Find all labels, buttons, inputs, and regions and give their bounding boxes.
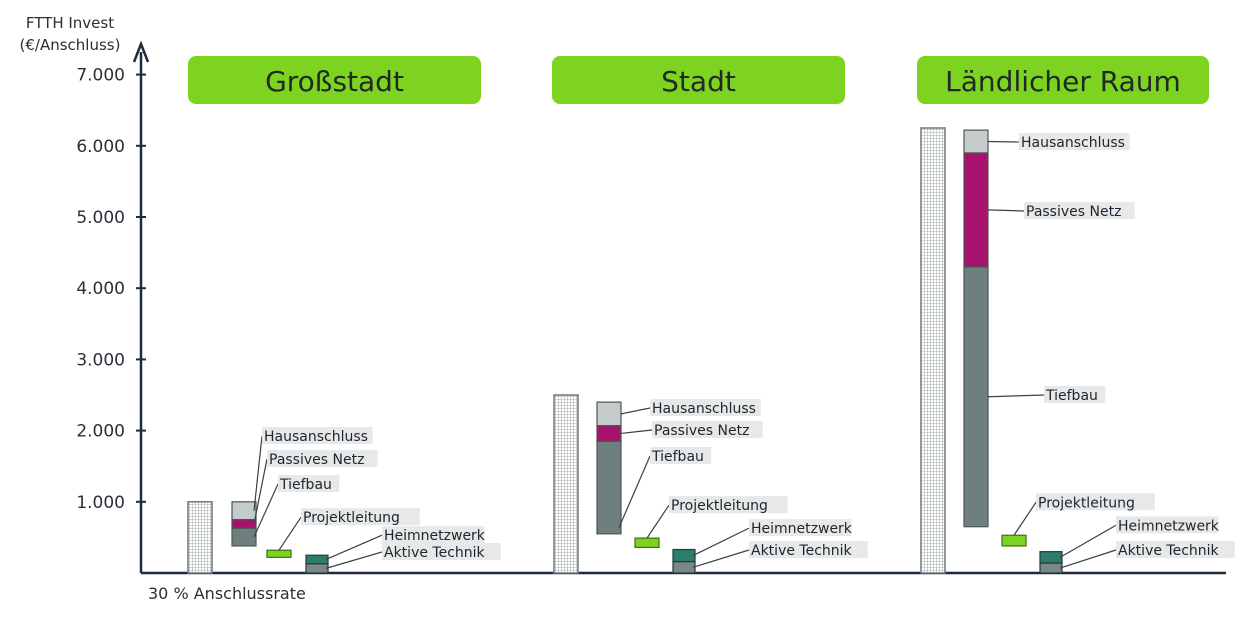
group-2-stack-tiefbau <box>596 440 622 535</box>
y-tick-label: 1.000 <box>76 493 125 513</box>
group-3-aktive-technik-label: Aktive Technik <box>1118 543 1220 559</box>
group-3-hausanschluss-label: Hausanschluss <box>1021 135 1125 151</box>
group-1-passives-netz-label-bg <box>267 450 378 467</box>
y-tick-label: 7.000 <box>76 66 125 86</box>
y-tick-label: 2.000 <box>76 422 125 442</box>
group-2-tiefbau-label: Tiefbau <box>651 449 704 465</box>
group-1-passives-netz-leader <box>253 458 268 524</box>
group-2-total-bar <box>553 394 579 574</box>
group-2-passives-netz-leader <box>620 429 653 435</box>
group-3-stack-passives-netz <box>963 152 989 268</box>
group-2-heimnetzwerk-leader <box>692 527 750 557</box>
group-1-projektleitung-label: Projektleitung <box>303 510 400 526</box>
y-axis-arrow <box>132 40 150 63</box>
group-1-stack-passives-netz <box>231 518 257 529</box>
bars <box>187 127 1063 574</box>
x-axis-label: 30 % Anschlussrate <box>148 584 306 603</box>
group-3-projektleitung-label-bg <box>1036 493 1155 511</box>
group-1-aktive-technik-label-bg <box>382 543 501 560</box>
group-3-tiefbau-leader <box>987 394 1045 398</box>
group-2-tiefbau-label-bg <box>650 447 712 464</box>
group-2-projektleitung-label: Projektleitung <box>671 498 768 514</box>
group-1-heimnetzwerk-label-bg <box>382 526 485 544</box>
group-2-aktive-technik-label-bg <box>749 541 868 558</box>
group-2-aktive-technik-label: Aktive Technik <box>751 543 853 559</box>
group-1-header-box <box>188 56 481 104</box>
group-3-passives-netz-leader <box>987 209 1025 212</box>
group-3-passives-netz-label: Passives Netz <box>1026 204 1121 220</box>
group-3-projektleitung-leader <box>1013 501 1037 536</box>
group-3-projektleitung-label: Projektleitung <box>1038 495 1135 511</box>
group-2-heimnetzwerk-label-bg <box>749 519 852 537</box>
group-3-passives-netz-label-bg <box>1024 202 1135 219</box>
group-2-passives-netz-label: Passives Netz <box>654 423 749 439</box>
group-1-aktive-technik-leader <box>325 551 383 569</box>
group-1-passives-netz-label: Passives Netz <box>269 452 364 468</box>
group-3-tiefbau-label: Tiefbau <box>1045 388 1098 404</box>
group-2-hausanschluss-leader <box>620 407 651 415</box>
group-1-header-title: Großstadt <box>265 65 404 98</box>
group-3-lower-aktive-technik <box>1039 562 1063 574</box>
group-2-hausanschluss-label: Hausanschluss <box>652 401 756 417</box>
group-1-lower-aktive-technik <box>305 563 329 574</box>
y-tick-label: 5.000 <box>76 208 125 228</box>
y-tick-label: 3.000 <box>76 350 125 370</box>
group-2-projektleitung-leader <box>646 504 670 539</box>
group-2-tiefbau-leader <box>618 455 651 528</box>
group-1-lower-heimnetzwerk <box>305 554 329 565</box>
group-1-tiefbau-leader <box>253 483 279 538</box>
group-2-header-box <box>552 56 845 104</box>
group-1-aktive-technik-label: Aktive Technik <box>384 545 486 561</box>
group-1-total-bar <box>187 501 213 574</box>
group-2-hausanschluss-label-bg <box>650 399 761 416</box>
group-1-heimnetzwerk-label: Heimnetzwerk <box>384 528 486 544</box>
group-3-hausanschluss-label-bg <box>1019 133 1130 150</box>
group-3-stack-tiefbau <box>963 266 989 528</box>
group-2-lower-heimnetzwerk <box>672 548 696 563</box>
group-1-stack-hausanschluss <box>231 501 257 521</box>
group-1-projektleitung-bar <box>266 549 292 558</box>
group-1-tiefbau-label: Tiefbau <box>279 477 332 493</box>
group-3-projektleitung-bar <box>1001 534 1027 547</box>
group-2-lower-aktive-technik <box>672 561 696 574</box>
y-tick-label: 6.000 <box>76 137 125 157</box>
group-3-aktive-technik-label-bg <box>1116 541 1235 558</box>
y-tick-label: 4.000 <box>76 279 125 299</box>
group-3-header-title: Ländlicher Raum <box>945 65 1181 98</box>
group-1-stack-tiefbau <box>231 527 257 547</box>
group-1-heimnetzwerk-leader <box>325 534 383 561</box>
group-2-header-title: Stadt <box>661 65 736 98</box>
group-1-hausanschluss-label-bg <box>262 427 373 444</box>
group-2-aktive-technik-leader <box>692 549 750 568</box>
group-3-heimnetzwerk-label-bg <box>1116 516 1219 534</box>
group-3-lower-heimnetzwerk <box>1039 551 1063 564</box>
group-1-projektleitung-leader <box>278 516 302 551</box>
group-2-projektleitung-bar <box>634 537 660 548</box>
group-2-projektleitung-label-bg <box>669 496 788 514</box>
group-headers: Großstadt Stadt Ländlicher Raum <box>188 56 1209 104</box>
group-1-hausanschluss-leader <box>253 435 263 511</box>
y-axis-label: FTTH Invest <box>26 14 114 32</box>
y-axis-label-unit: (€/Anschluss) <box>20 36 121 54</box>
group-2-heimnetzwerk-label: Heimnetzwerk <box>751 521 853 537</box>
group-3-aktive-technik-leader <box>1059 549 1117 569</box>
y-ticks: 1.000 2.000 3.000 4.000 5.000 6.000 7.000 <box>76 66 146 513</box>
group-3-total-bar <box>920 127 946 574</box>
group-2-stack-hausanschluss <box>596 401 622 427</box>
group-1-projektleitung-label-bg <box>301 508 420 526</box>
group-3-header-box <box>917 56 1209 104</box>
group-2-passives-netz-label-bg <box>652 421 763 438</box>
group-3-heimnetzwerk-label: Heimnetzwerk <box>1118 518 1220 534</box>
group-3-heimnetzwerk-leader <box>1059 524 1117 558</box>
group-3-stack-hausanschluss <box>963 129 989 154</box>
group-1-hausanschluss-label: Hausanschluss <box>264 429 368 445</box>
group-2-stack-passives-netz <box>596 425 622 442</box>
group-1-tiefbau-label-bg <box>278 475 340 492</box>
group-3-tiefbau-label-bg <box>1044 386 1106 403</box>
